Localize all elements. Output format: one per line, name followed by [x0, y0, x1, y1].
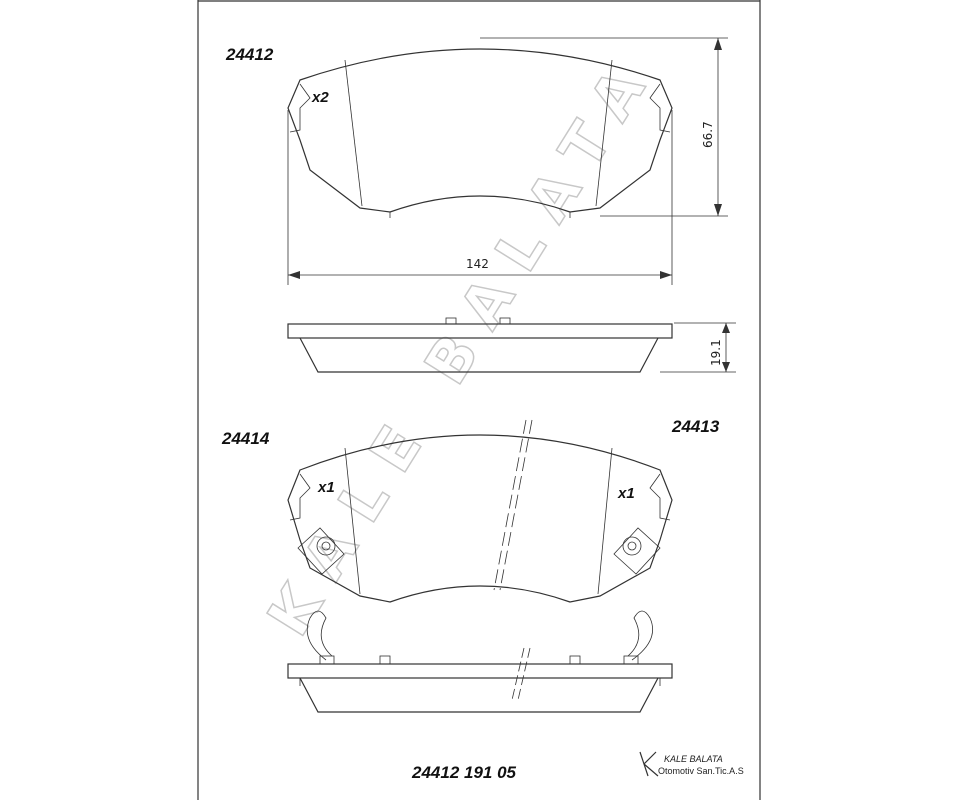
quantity-top: x2: [311, 89, 329, 106]
brand-subtitle: Otomotiv San.Tic.A.S: [658, 766, 744, 776]
pad-bottom-side-view: [287, 610, 673, 713]
dimension-width-label: 142: [466, 257, 489, 271]
catalog-code: 24412 191 05: [411, 763, 517, 782]
brand-logo-icon: [639, 751, 659, 777]
dimension-height-label: 66.7: [701, 121, 715, 148]
dimension-width: 142: [287, 110, 673, 285]
part-number-top: 24412: [225, 45, 274, 64]
dimension-height: 66.7: [480, 37, 728, 217]
watermark: KALE BALATA: [254, 39, 669, 647]
brand-name: KALE BALATA: [664, 754, 723, 764]
pad-top-side-view: [287, 317, 673, 373]
part-number-bottom-right: 24413: [671, 417, 720, 436]
dimension-thickness: 19.1: [660, 322, 736, 373]
part-number-bottom-left: 24414: [221, 429, 270, 448]
quantity-left: x1: [317, 479, 335, 496]
brand-logo: KALE BALATA Otomotiv San.Tic.A.S: [639, 751, 744, 777]
pad-top-front-view: [287, 48, 673, 218]
pad-bottom-front-view: [287, 419, 673, 603]
dimension-thickness-label: 19.1: [709, 339, 723, 366]
quantity-right: x1: [617, 485, 635, 502]
